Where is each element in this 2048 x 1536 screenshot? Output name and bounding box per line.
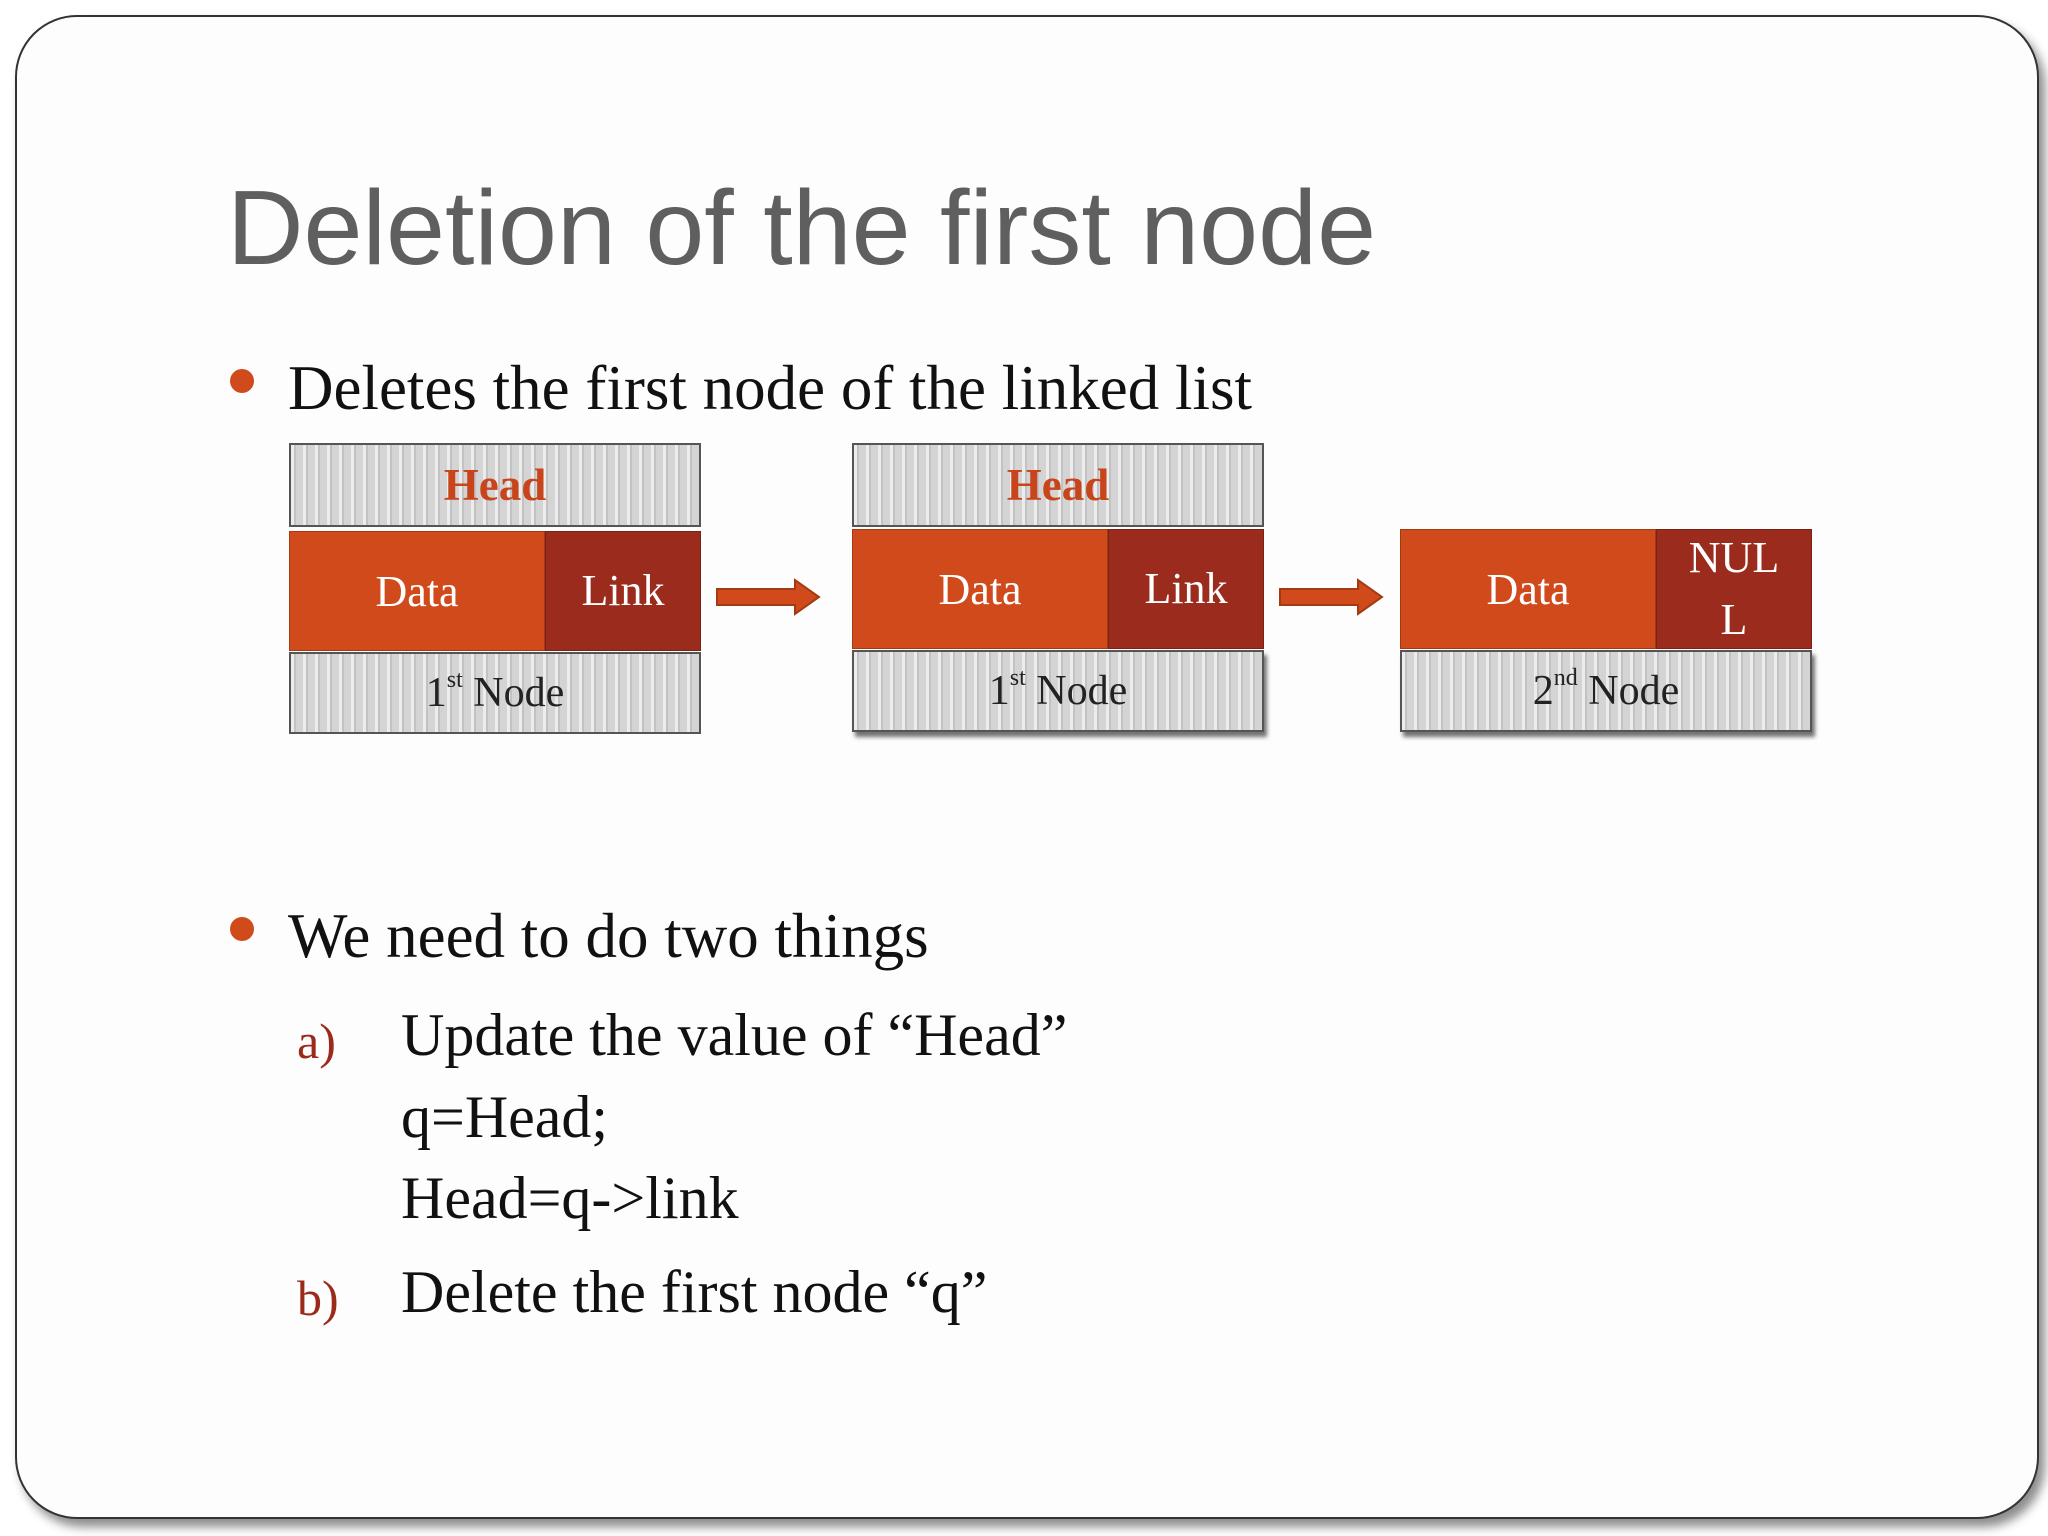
slide-title: Deletion of the first node (227, 169, 1377, 287)
node1b-link-label: Link (1144, 564, 1228, 614)
sub-item-b-label: b) (297, 1270, 339, 1326)
node1-label: 1st Node (425, 667, 565, 716)
node2-null-label: NUL L (1688, 533, 1780, 644)
node1b-data-cell: Data (852, 529, 1108, 649)
bullet-2-text: We need to do two things (288, 901, 929, 971)
node1b-data-label: Data (938, 564, 1022, 614)
arrow-right-icon-2 (1279, 578, 1384, 616)
node2-label-box: 2nd Node (1400, 650, 1812, 732)
head-label-2: Head (1006, 460, 1110, 510)
node1b-label-box: 1st Node (852, 650, 1264, 732)
node2-data-cell: Data (1400, 529, 1656, 649)
head-box-1: Head (289, 443, 701, 527)
node1-data-cell: Data (289, 531, 545, 651)
slide-frame (15, 15, 2039, 1519)
head-box-2: Head (852, 443, 1264, 527)
node1-label-box: 1st Node (289, 652, 701, 734)
bullet-1-text: Deletes the first node of the linked lis… (288, 353, 1253, 423)
arrow-right-icon-1 (716, 578, 821, 616)
sub-item-a-label: a) (297, 1013, 336, 1069)
node1b-link-cell: Link (1108, 529, 1264, 649)
node1b-label: 1st Node (988, 665, 1128, 714)
sub-item-a-line-1: Update the value of “Head” (401, 1002, 1068, 1068)
sub-item-a-line-2: q=Head; (401, 1084, 609, 1150)
node2-data-label: Data (1486, 564, 1570, 614)
node1-link-cell: Link (545, 531, 701, 651)
node1-link-label: Link (581, 566, 665, 616)
node2-null-cell: NUL L (1656, 529, 1812, 649)
bullet-dot-icon (230, 917, 254, 941)
node1-data-label: Data (375, 566, 459, 616)
sub-item-a-line-3: Head=q->link (401, 1165, 739, 1231)
sub-item-b-line-1: Delete the first node “q” (401, 1259, 988, 1325)
node2-label: 2nd Node (1532, 665, 1680, 714)
bullet-dot-icon (230, 369, 254, 393)
head-label-1: Head (443, 460, 547, 510)
